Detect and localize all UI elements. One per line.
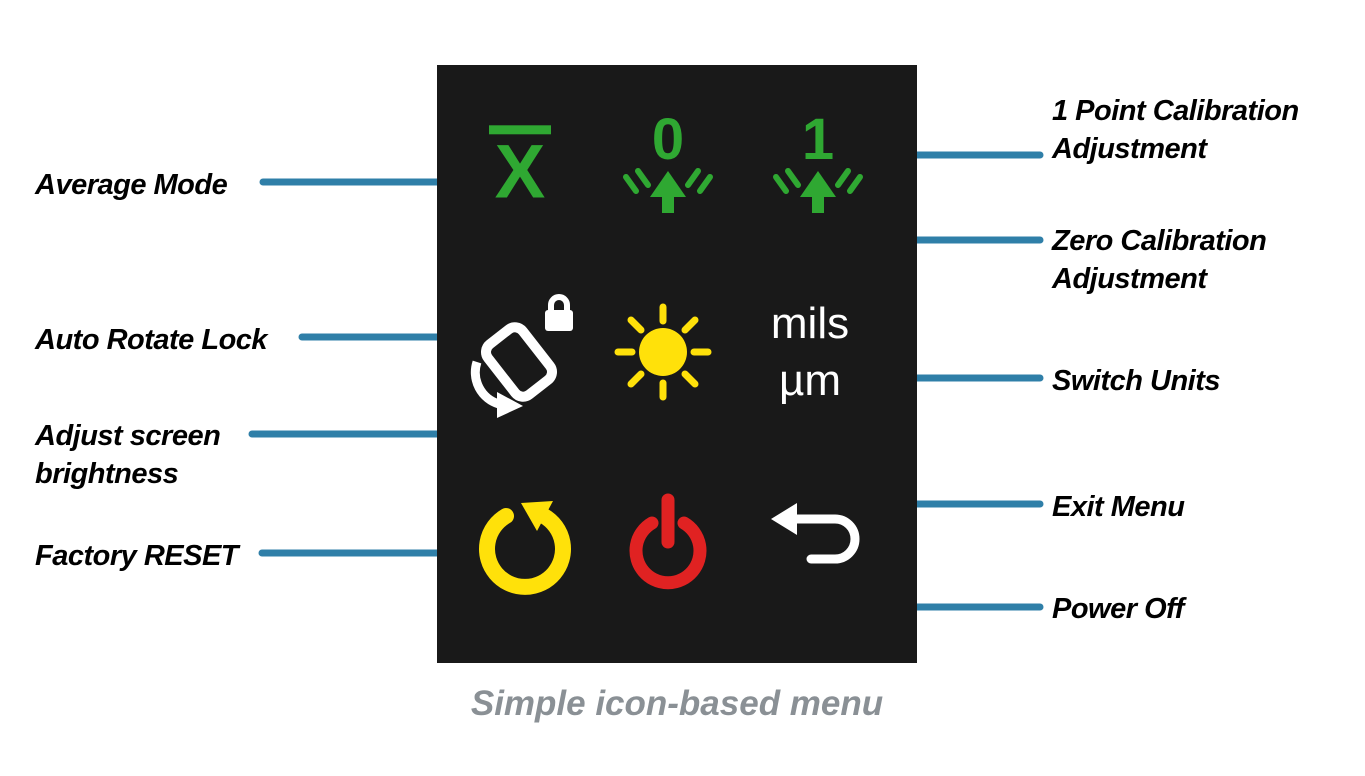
zero-calibration-icon[interactable]: 0 (620, 111, 716, 227)
zero-cal-label: Zero Calibration Adjustment (1052, 225, 1267, 296)
reset-arc (479, 508, 571, 595)
one-point-cal-label: 1 Point Calibration Adjustment (1052, 95, 1299, 166)
return-curve (790, 514, 860, 564)
rotate-arrow-head (497, 392, 523, 418)
phone-outline (480, 322, 558, 402)
average-x-glyph: X (494, 129, 546, 215)
rotate-arrow-arc (470, 360, 501, 409)
lock-shackle (548, 294, 570, 310)
exit-menu-icon[interactable] (765, 497, 865, 579)
factory-reset-icon[interactable] (469, 489, 581, 601)
one-digit: 1 (802, 111, 834, 172)
probe-marks (623, 168, 713, 194)
device-menu-screen: X 0 1 (437, 65, 917, 663)
power-ring (629, 516, 707, 590)
sun-core (639, 328, 687, 376)
average-mode-label: Average Mode (35, 169, 228, 201)
reset-arrow-head (521, 501, 553, 531)
return-arrow-head (771, 503, 797, 535)
zero-digit: 0 (652, 111, 684, 172)
lock-body (545, 310, 573, 331)
average-overline (489, 125, 551, 135)
switch-units-icon[interactable]: mils µm (771, 295, 849, 409)
exit-menu-label: Exit Menu (1052, 491, 1185, 523)
probe-marks (773, 168, 863, 194)
sun-rays (614, 303, 712, 401)
units-mils-label: mils (770, 298, 850, 348)
power-off-label: Power Off (1052, 593, 1184, 625)
one-point-calibration-icon[interactable]: 1 (770, 111, 866, 227)
average-mode-icon[interactable]: X (489, 125, 551, 215)
up-arrow (650, 171, 686, 197)
switch-units-label: Switch Units (1052, 365, 1221, 397)
factory-reset-label: Factory RESET (35, 540, 239, 572)
units-um-label: µm (778, 356, 842, 405)
up-arrow (800, 171, 836, 197)
brightness-label: Adjust screen brightness (35, 420, 221, 491)
diagram-caption: Simple icon-based menu (470, 684, 884, 723)
up-arrow-stem (662, 197, 674, 213)
up-arrow-stem (812, 197, 824, 213)
power-off-icon[interactable] (613, 490, 723, 600)
auto-rotate-lock-icon[interactable] (461, 290, 585, 420)
auto-rotate-lock-label: Auto Rotate Lock (35, 324, 268, 356)
brightness-icon[interactable] (611, 300, 715, 404)
